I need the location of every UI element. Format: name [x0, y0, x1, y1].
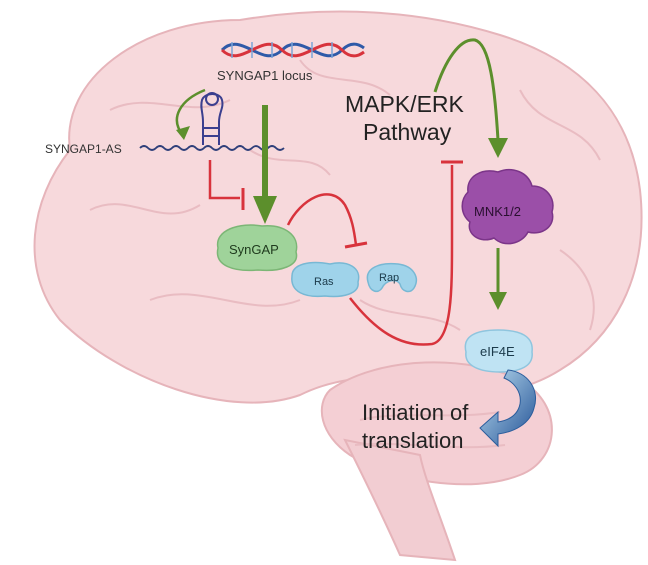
syngap-protein	[216, 224, 298, 272]
ras-label: Ras	[314, 276, 334, 288]
syngap-inhibits-ras-rap	[286, 193, 358, 246]
eif4e-protein	[464, 329, 533, 373]
pathway-to-mnk-arrowhead	[488, 138, 508, 158]
rna-hairpin-icon	[200, 92, 224, 145]
dna-helix-icon	[220, 42, 365, 58]
translation-arrow	[479, 369, 536, 448]
antisense-inhibits-syngap	[208, 160, 240, 200]
mnk-protein	[461, 168, 554, 245]
rap-label: Rap	[379, 272, 399, 284]
brain-folds	[89, 59, 601, 449]
pathway-label-line1: MAPK/ERK	[345, 91, 465, 117]
rap-protein	[366, 262, 418, 293]
pathway-to-mnk-arrow	[433, 38, 500, 141]
syngap-label: SynGAP	[229, 242, 279, 257]
pathway-label-line2: Pathway	[363, 119, 452, 145]
translation-label-line1: Initiation of	[362, 400, 469, 425]
ras-protein	[291, 261, 360, 298]
ras-rap-inhibits-pathway	[349, 165, 454, 346]
ras-rap-inhibition-bar	[344, 241, 368, 249]
cerebrum	[33, 10, 643, 404]
brainstem	[343, 438, 457, 562]
antisense-rna-strand	[139, 145, 285, 151]
locus-to-syngap-arrowhead	[253, 196, 277, 224]
translation-label-line2: translation	[362, 428, 464, 453]
mnk-label: MNK1/2	[474, 204, 521, 219]
syngap1-as-label: SYNGAP1-AS	[45, 142, 122, 156]
eif4e-label: eIF4E	[480, 344, 515, 359]
mnk-to-eif4e-arrowhead	[489, 292, 507, 310]
syngap1-locus-label: SYNGAP1 locus	[217, 68, 313, 83]
locus-to-antisense-arrowhead	[176, 126, 190, 140]
brain-illustration	[33, 10, 643, 562]
